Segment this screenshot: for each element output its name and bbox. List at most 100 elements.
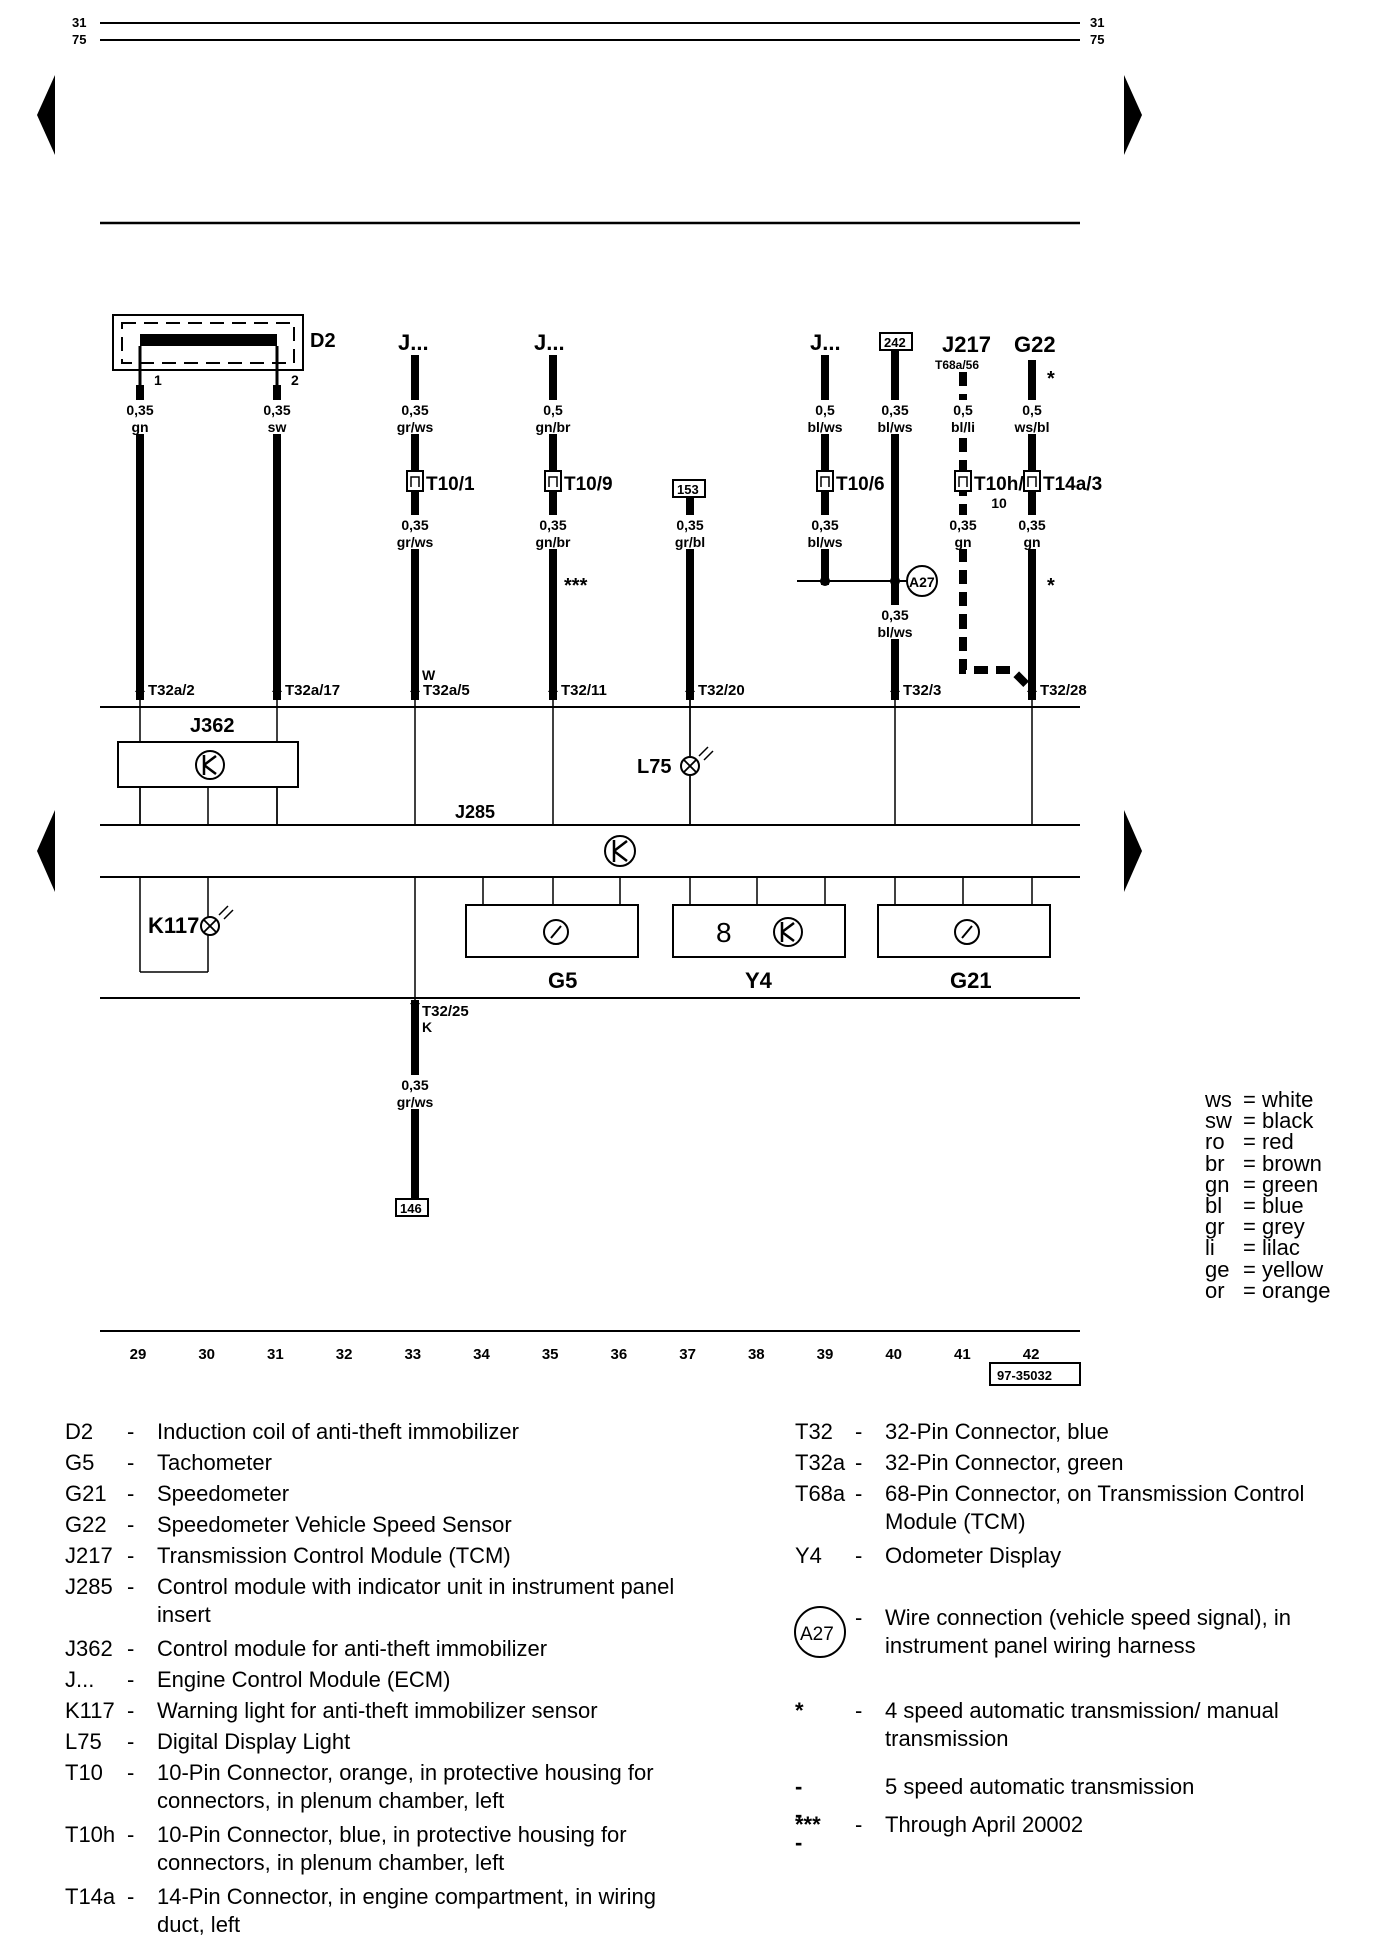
legend-code: * [795, 1698, 804, 1723]
a27-label: A27 [909, 574, 935, 590]
connector-icon-3 [406, 470, 424, 492]
color-key-name: grey [1261, 1214, 1305, 1240]
legend-dash: - [127, 1884, 135, 1909]
legend-description: 4 speed automatic transmission/ manual t… [885, 1698, 1279, 1751]
odometer-display-y4: 8 Y4 [672, 877, 846, 993]
connector-label-4: T10/9 [564, 474, 613, 495]
legend-description: 68-Pin Connector, on Transmission Contro… [885, 1481, 1305, 1534]
pin-arrow-3 [410, 684, 420, 692]
ref-146-box [395, 1198, 429, 1217]
doc-number-box [989, 1362, 1081, 1386]
legend-description: 5 speed automatic transmission [885, 1774, 1195, 1799]
connector-pin-icon-4 [548, 476, 558, 487]
wire-color-bottom-7: bl/ws [877, 624, 912, 640]
ruler-number-36: 36 [611, 1346, 628, 1363]
color-key-row: bl= blue [1205, 1194, 1330, 1217]
legend-dash: - [855, 1450, 863, 1475]
wire-label-bg-bottom-7 [870, 605, 920, 639]
legend-code: T14a [65, 1884, 116, 1909]
ecm-label-3: J... [810, 330, 841, 355]
wire-color-top-3: gr/ws [397, 419, 434, 435]
coil-pin-2: 2 [291, 372, 299, 388]
wire-color-bottom-6: bl/ws [807, 534, 842, 550]
a27-legend-icon: A27 [794, 1606, 846, 1658]
wire-color-top-1: gn [131, 419, 148, 435]
pin-arrow-1 [135, 684, 145, 692]
color-key-name: white [1261, 1087, 1314, 1112]
legend-code: G5 [65, 1450, 95, 1475]
ruler-number-39: 39 [817, 1346, 834, 1363]
wire-color-top-6: bl/ws [807, 419, 842, 435]
color-key-abbr: ro [1205, 1129, 1225, 1155]
legend-code: T32 [795, 1419, 833, 1444]
electronic-module-icon [195, 750, 225, 780]
color-key-abbr: ge [1205, 1256, 1230, 1282]
pin-letter-w: W [422, 667, 436, 683]
legend-code: --- [795, 1774, 803, 1855]
legend-code: T68a [795, 1481, 846, 1506]
wire-gauge-bottom-7: 0,35 [881, 607, 908, 623]
legend-dash: - [855, 1605, 863, 1630]
legend-code: T10 [65, 1760, 103, 1785]
color-key-name: lilac [1261, 1235, 1300, 1261]
page-number-top-left: 31 [72, 15, 86, 30]
pin-arrow-9 [1027, 684, 1037, 692]
pin-label-3: T32a/5 [423, 682, 470, 699]
d2-label: D2 [310, 330, 336, 352]
wire-label-bg-top-9 [1007, 400, 1057, 434]
legend-dash: - [855, 1543, 863, 1568]
legend-description: Warning light for anti-theft immobilizer… [157, 1698, 598, 1723]
legend-description: Tachometer [157, 1450, 272, 1475]
color-key-equals: = [1243, 1235, 1262, 1261]
legend-description: Control module for anti-theft immobilize… [157, 1636, 548, 1661]
connector-icon-4 [544, 470, 562, 492]
legend-description: Engine Control Module (ECM) [157, 1667, 451, 1692]
color-key-equals: = [1243, 1277, 1262, 1303]
next-page-arrow-icon-lower[interactable] [1124, 810, 1142, 892]
legend-dash: - [127, 1481, 135, 1506]
legend-dash: - [127, 1574, 135, 1599]
legend-dash: - [127, 1760, 135, 1785]
ruler-number-42: 42 [1023, 1346, 1040, 1363]
legend-dash: - [127, 1450, 135, 1475]
color-key-name: yellow [1261, 1256, 1324, 1282]
wire-label-bg-bottom-3 [390, 515, 440, 549]
previous-page-arrow-icon-lower[interactable] [37, 810, 55, 892]
legend-description: Control module with indicator unit in in… [157, 1574, 675, 1627]
legend-description: Digital Display Light [157, 1729, 351, 1754]
wire-color-top-4: gn/br [536, 419, 572, 435]
pin-arrow-2 [272, 684, 282, 692]
wire-gauge-bottom-3: 0,35 [401, 517, 428, 533]
color-key-row: ro= red [1205, 1129, 1330, 1155]
pin-arrow-t32-25 [410, 1003, 420, 1011]
connector-label-6: T10/6 [836, 474, 885, 495]
immobilizer-module-j362: J362 [117, 715, 299, 825]
previous-page-arrow-icon[interactable] [37, 75, 55, 155]
wire-gauge-top-4: 0,5 [543, 402, 563, 418]
wire-gauge-bottom-6: 0,35 [811, 517, 838, 533]
ruler-number-30: 30 [198, 1346, 215, 1363]
color-key-equals: = [1243, 1256, 1262, 1282]
color-key-equals: = [1243, 1129, 1262, 1155]
gauge-icon [543, 919, 569, 945]
digital-display-light-l75: L75 [637, 746, 714, 778]
ruler-number-29: 29 [130, 1346, 147, 1363]
page-header: 31 75 31 75 [72, 15, 1104, 47]
legend-code: G22 [65, 1512, 107, 1537]
source-labels: J... J... J... 242 J217 T68a/56 G22 * 15… [398, 330, 1056, 597]
k117-label: K117 [148, 913, 199, 938]
legend-description: Wire connection (vehicle speed signal), … [885, 1605, 1291, 1658]
legend-description: Transmission Control Module (TCM) [157, 1543, 511, 1568]
legend-dash: - [127, 1822, 135, 1847]
wire-color-bottom-9: gn [1023, 534, 1040, 550]
wire-gauge-top-3: 0,35 [401, 402, 428, 418]
legend-description: 32-Pin Connector, blue [885, 1419, 1109, 1444]
ref-153-label: 153 [677, 482, 699, 497]
legend-code: J362 [65, 1636, 113, 1661]
j285-label: J285 [455, 802, 495, 822]
triple-star-label: *** [564, 575, 588, 597]
wire-label-bg-top-7 [870, 400, 920, 434]
ruler-number-31: 31 [267, 1346, 284, 1363]
next-page-arrow-icon[interactable] [1124, 75, 1142, 155]
